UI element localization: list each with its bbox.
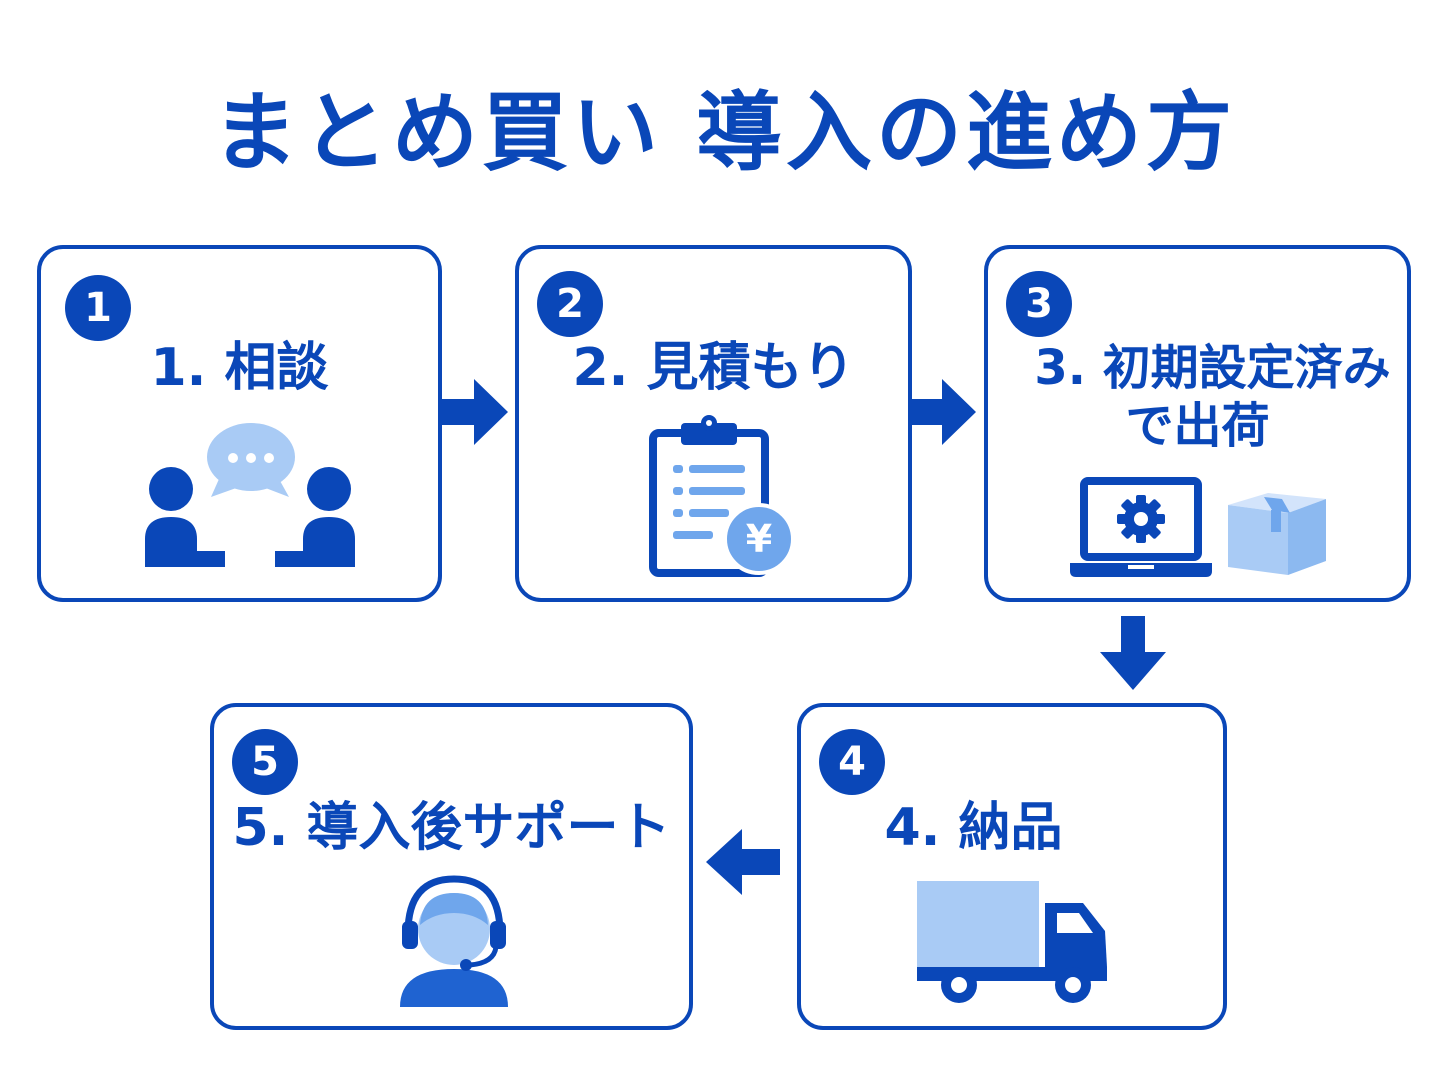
step-label-text: 2. 見積もり	[572, 338, 855, 398]
estimate-clipboard-yen-icon: ¥	[649, 415, 795, 577]
step-number-badge: 3	[1006, 271, 1072, 337]
step-label: 2. 見積もり	[519, 337, 908, 399]
step-label: 1. 相談	[41, 337, 438, 399]
page-title: まとめ買い 導入の進め方	[212, 83, 1236, 183]
step-label: 5. 導入後サポート	[214, 797, 689, 859]
step-card-estimate: 2 2. 見積もり ¥	[515, 245, 912, 602]
delivery-truck-icon	[917, 881, 1107, 1003]
step-number-badge: 2	[537, 271, 603, 337]
step-label-line1: 3. 初期設定済み	[1034, 340, 1391, 396]
step-label-text: 4. 納品	[884, 798, 1063, 858]
step-label: 3. 初期設定済み で出荷	[988, 339, 1407, 455]
arrow-right-icon	[910, 379, 976, 445]
step-label-line2: で出荷	[1125, 398, 1270, 454]
step-number-badge: 5	[232, 729, 298, 795]
step-card-preconfigured-shipping: 3 3. 初期設定済み で出荷	[984, 245, 1411, 602]
laptop-gear-box-icon	[1070, 477, 1326, 577]
arrow-right-icon	[442, 379, 508, 445]
consultation-people-icon	[145, 423, 355, 567]
step-card-delivery: 4 4. 納品	[797, 703, 1227, 1030]
step-card-after-support: 5 5. 導入後サポート	[210, 703, 693, 1030]
step-card-consult: 1 1. 相談	[37, 245, 442, 602]
step-label-text: 1. 相談	[150, 338, 329, 398]
arrow-left-icon	[706, 829, 780, 895]
support-headset-icon	[400, 875, 508, 1007]
step-label: 4. 納品	[801, 797, 1146, 859]
arrow-down-icon	[1100, 616, 1166, 690]
step-number-badge: 4	[819, 729, 885, 795]
step-number-badge: 1	[65, 275, 131, 341]
step-label-text: 5. 導入後サポート	[232, 798, 671, 858]
yen-symbol: ¥	[746, 517, 772, 561]
